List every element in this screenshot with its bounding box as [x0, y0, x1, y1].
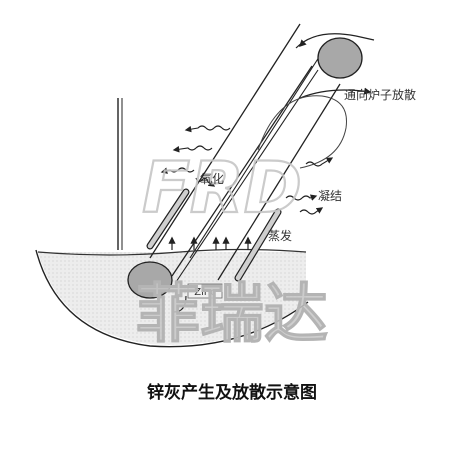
label-oxidation: 氧化 — [200, 172, 224, 186]
frd-logo-text: FRD — [142, 147, 302, 229]
label-zinc: Zinc — [194, 287, 215, 298]
label-evaporation: 蒸发 — [268, 228, 292, 243]
exhaust-flow — [257, 87, 372, 169]
sink-roller — [127, 261, 173, 299]
label-to-furnace: 通向炉子放散 — [344, 87, 416, 102]
snout — [149, 23, 331, 259]
frd-logo-watermark: FRD — [141, 146, 303, 230]
brand-watermark: 菲瑞达 — [136, 278, 328, 352]
vapour-squiggles — [160, 125, 334, 215]
evaporation-arrows — [168, 236, 252, 250]
bath-surface — [37, 248, 307, 256]
zinc-tag: Zinc — [187, 283, 223, 299]
snout-wall — [117, 98, 123, 250]
top-roller — [295, 33, 375, 79]
label-condensation: 凝结 — [318, 188, 342, 203]
strip-shields — [146, 188, 282, 282]
diagram-caption: 锌灰产生及放散示意图 — [147, 383, 317, 403]
